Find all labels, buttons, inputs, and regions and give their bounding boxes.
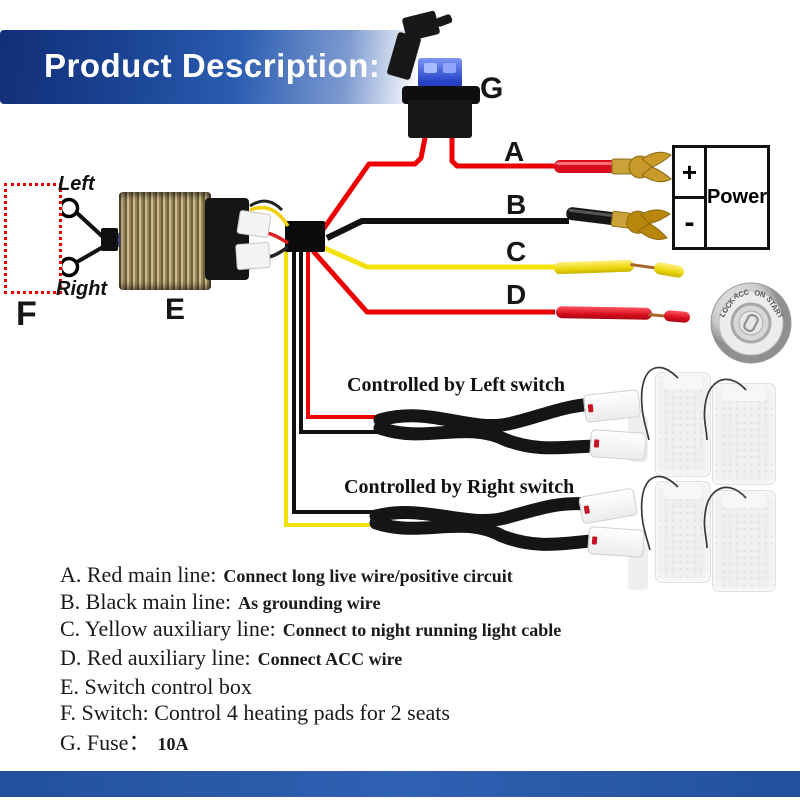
footer-bar <box>0 771 800 797</box>
control-box-plug-2 <box>235 241 271 271</box>
legend-desc: 10A <box>157 734 189 754</box>
wire-a-red-line <box>449 133 554 169</box>
fork-prong-lower <box>637 223 668 240</box>
power-source-box: + - Power <box>672 145 770 250</box>
left-switch-contact <box>58 197 80 219</box>
ring-terminal-a <box>554 151 672 183</box>
part-label-d: D <box>506 279 527 310</box>
yellow-down-wire <box>284 251 377 527</box>
part-label-c: C <box>506 236 527 267</box>
fuse-to-junction-red-wire <box>319 132 429 233</box>
heating-pad-1 <box>655 372 711 477</box>
legend-desc: Connect to night running light cable <box>282 620 562 640</box>
ebox-wire-yellow <box>249 205 290 227</box>
title-banner: Product Description: <box>0 30 430 104</box>
key-slot <box>743 313 759 333</box>
wire-c-yellow-line <box>320 244 555 270</box>
right-switch-label: Right <box>56 278 108 300</box>
right-harness-cable-lower <box>369 516 607 551</box>
legend-item-a: A. Red main line: Connect long live wire/… <box>60 562 513 588</box>
ignition-on-label: ON <box>753 288 766 300</box>
pad2-lead-wire <box>703 378 747 441</box>
ring-terminal-b <box>566 207 671 240</box>
legend-label: B. Black main line: <box>60 589 232 614</box>
right-harness-cable-upper <box>369 497 595 527</box>
legend-item-d: D. Red auxiliary line: Connect ACC wire <box>60 645 402 671</box>
fuse-holder-body <box>408 100 472 138</box>
legend-item-b: B. Black main line: As grounding wire <box>60 589 380 615</box>
left-switch-label: Left <box>58 173 95 195</box>
fork-prong-upper <box>641 151 672 168</box>
ebox-wire-black-top <box>249 199 284 212</box>
legend-label: C. Yellow auxiliary line: <box>60 616 276 641</box>
switch-connector <box>101 228 118 251</box>
wire-d-tip <box>663 309 691 324</box>
pad1-lead-wire <box>640 366 679 441</box>
left-harness-caption: Controlled by Left switch <box>347 374 565 396</box>
left-switch-line <box>75 211 105 239</box>
legend-label: F. Switch: Control 4 heating pads for 2 … <box>60 700 450 725</box>
right-harness-caption: Controlled by Right switch <box>344 476 575 498</box>
right-harness-connector-2 <box>587 526 645 558</box>
legend-label: A. Red main line: <box>60 562 217 587</box>
legend-label: G. Fuse： <box>60 730 151 755</box>
legend-desc: Connect ACC wire <box>257 649 403 669</box>
fork-prong-upper <box>639 209 671 225</box>
part-label-g: G <box>480 72 504 105</box>
left-harness-connector-1 <box>582 389 642 423</box>
wire-b-black-line <box>325 218 569 241</box>
fork-prong-lower <box>641 166 672 183</box>
legend-desc: Connect long live wire/positive circuit <box>223 566 513 586</box>
wire-d-jacket <box>555 306 653 320</box>
left-harness-cable-lower <box>373 421 603 455</box>
power-label: Power <box>706 186 767 208</box>
part-label-e: E <box>165 293 186 326</box>
ignition-switch-icon: LOCK ACC ON START <box>710 282 792 364</box>
switch-dotted-box <box>4 183 62 294</box>
wire-a-jacket <box>554 160 620 173</box>
legend-label: D. Red auxiliary line: <box>60 645 251 670</box>
part-label-f: F <box>16 295 37 333</box>
legend-item-e: E. Switch control box <box>60 674 259 700</box>
legend-item-c: C. Yellow auxiliary line: Connect to nigh… <box>60 616 561 642</box>
heating-pad-4 <box>712 490 776 592</box>
heating-pad-2 <box>712 383 776 485</box>
black-down-wire-right <box>292 251 379 514</box>
right-switch-line <box>76 245 104 264</box>
part-label-b: B <box>506 189 527 220</box>
left-harness-connector-2 <box>589 429 647 461</box>
left-harness-cable-upper <box>373 397 599 433</box>
legend-label: E. Switch control box <box>60 674 252 699</box>
heating-pad-3 <box>655 481 711 583</box>
power-minus-terminal: - <box>675 196 704 247</box>
right-switch-contact <box>58 256 80 278</box>
power-plus-terminal: + <box>681 156 698 187</box>
pad4-lead-wire <box>703 486 747 549</box>
switch-control-box <box>119 192 211 290</box>
red-down-wire <box>306 251 382 419</box>
black-down-wire-left <box>299 251 381 434</box>
wire-junction-block <box>285 221 325 252</box>
legend-item-g: G. Fuse： 10A <box>60 725 188 757</box>
fuse-holder-cap <box>402 86 480 104</box>
control-box-plug-1 <box>236 209 272 239</box>
page-title: Product Description: <box>44 47 381 84</box>
part-label-a: A <box>504 136 525 167</box>
pad3-lead-wire <box>640 475 679 551</box>
legend-desc: As grounding wire <box>238 593 381 613</box>
legend-item-f: F. Switch: Control 4 heating pads for 2 … <box>60 700 457 726</box>
wire-d-red-line <box>311 249 555 315</box>
